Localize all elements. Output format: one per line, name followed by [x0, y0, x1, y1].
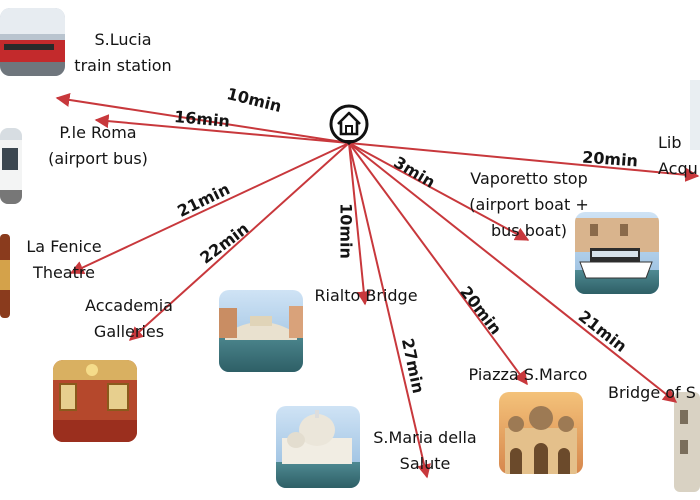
- destination-label-piazza-s-marco: Piazza S.Marco: [468, 365, 588, 384]
- bus-photo: [0, 128, 22, 204]
- route-arrow-s-lucia: [55, 93, 350, 144]
- destination-label-vaporetto-stop: Vaporetto stop (airport boat + bus boat): [469, 169, 589, 240]
- destination-label-rialto-bridge: Rialto Bridge: [314, 286, 418, 305]
- vaporetto-boat-photo: [575, 212, 659, 294]
- bridge-of-sighs-photo: [674, 392, 700, 492]
- gallery-interior-photo: [53, 360, 137, 442]
- route-arrow-rialto-bridge: [348, 142, 371, 306]
- duration-label-piazza-s-marco: 20min: [456, 283, 505, 339]
- duration-label-s-lucia: 10min: [225, 84, 284, 116]
- duration-label-rialto-bridge: 10min: [337, 203, 356, 259]
- piazza-san-marco-photo: [499, 392, 583, 474]
- destination-label-s-maria-della-salute: S.Maria della Salute: [373, 428, 477, 473]
- duration-label-la-fenice: 21min: [174, 179, 232, 221]
- duration-label-vaporetto-stop: 3min: [390, 152, 438, 191]
- duration-label-libreria-acqua: 20min: [582, 148, 639, 171]
- route-arrow-la-fenice: [69, 142, 350, 275]
- rialto-bridge-photo: [219, 290, 303, 372]
- route-arrow-piazza-s-marco: [348, 142, 528, 386]
- route-arrow-s-maria-della-salute: [348, 142, 431, 479]
- duration-label-accademia: 22min: [196, 219, 252, 268]
- duration-label-s-maria-della-salute: 27min: [398, 337, 428, 396]
- duration-label-p-le-roma: 16min: [173, 107, 230, 131]
- destination-label-accademia-galleries: Accademia Galleries: [85, 296, 173, 341]
- destination-label-bridge-of-sighs: Bridge of S: [608, 383, 696, 402]
- santa-maria-della-salute-photo: [276, 406, 360, 488]
- route-arrow-vaporetto-stop: [348, 142, 530, 241]
- train-photo: [0, 8, 65, 76]
- destination-label-p-le-roma: P.le Roma (airport bus): [48, 123, 148, 168]
- route-arrow-bridge-of-sighs: [348, 142, 678, 403]
- theatre-photo: [0, 234, 10, 318]
- duration-label-bridge-of-sighs: 21min: [575, 307, 631, 356]
- house-icon: [329, 104, 369, 145]
- destination-label-s-lucia-train-station: S.Lucia train station: [74, 30, 172, 75]
- destination-label-la-fenice-theatre: La Fenice Theatre: [26, 237, 102, 282]
- destination-label-libreria-acqua: Lib Acqu: [658, 133, 698, 178]
- route-arrow-accademia: [128, 142, 350, 341]
- route-arrow-p-le-roma: [94, 114, 350, 144]
- partial-building-photo: [690, 80, 700, 150]
- route-arrow-libreria-acqua: [348, 142, 700, 182]
